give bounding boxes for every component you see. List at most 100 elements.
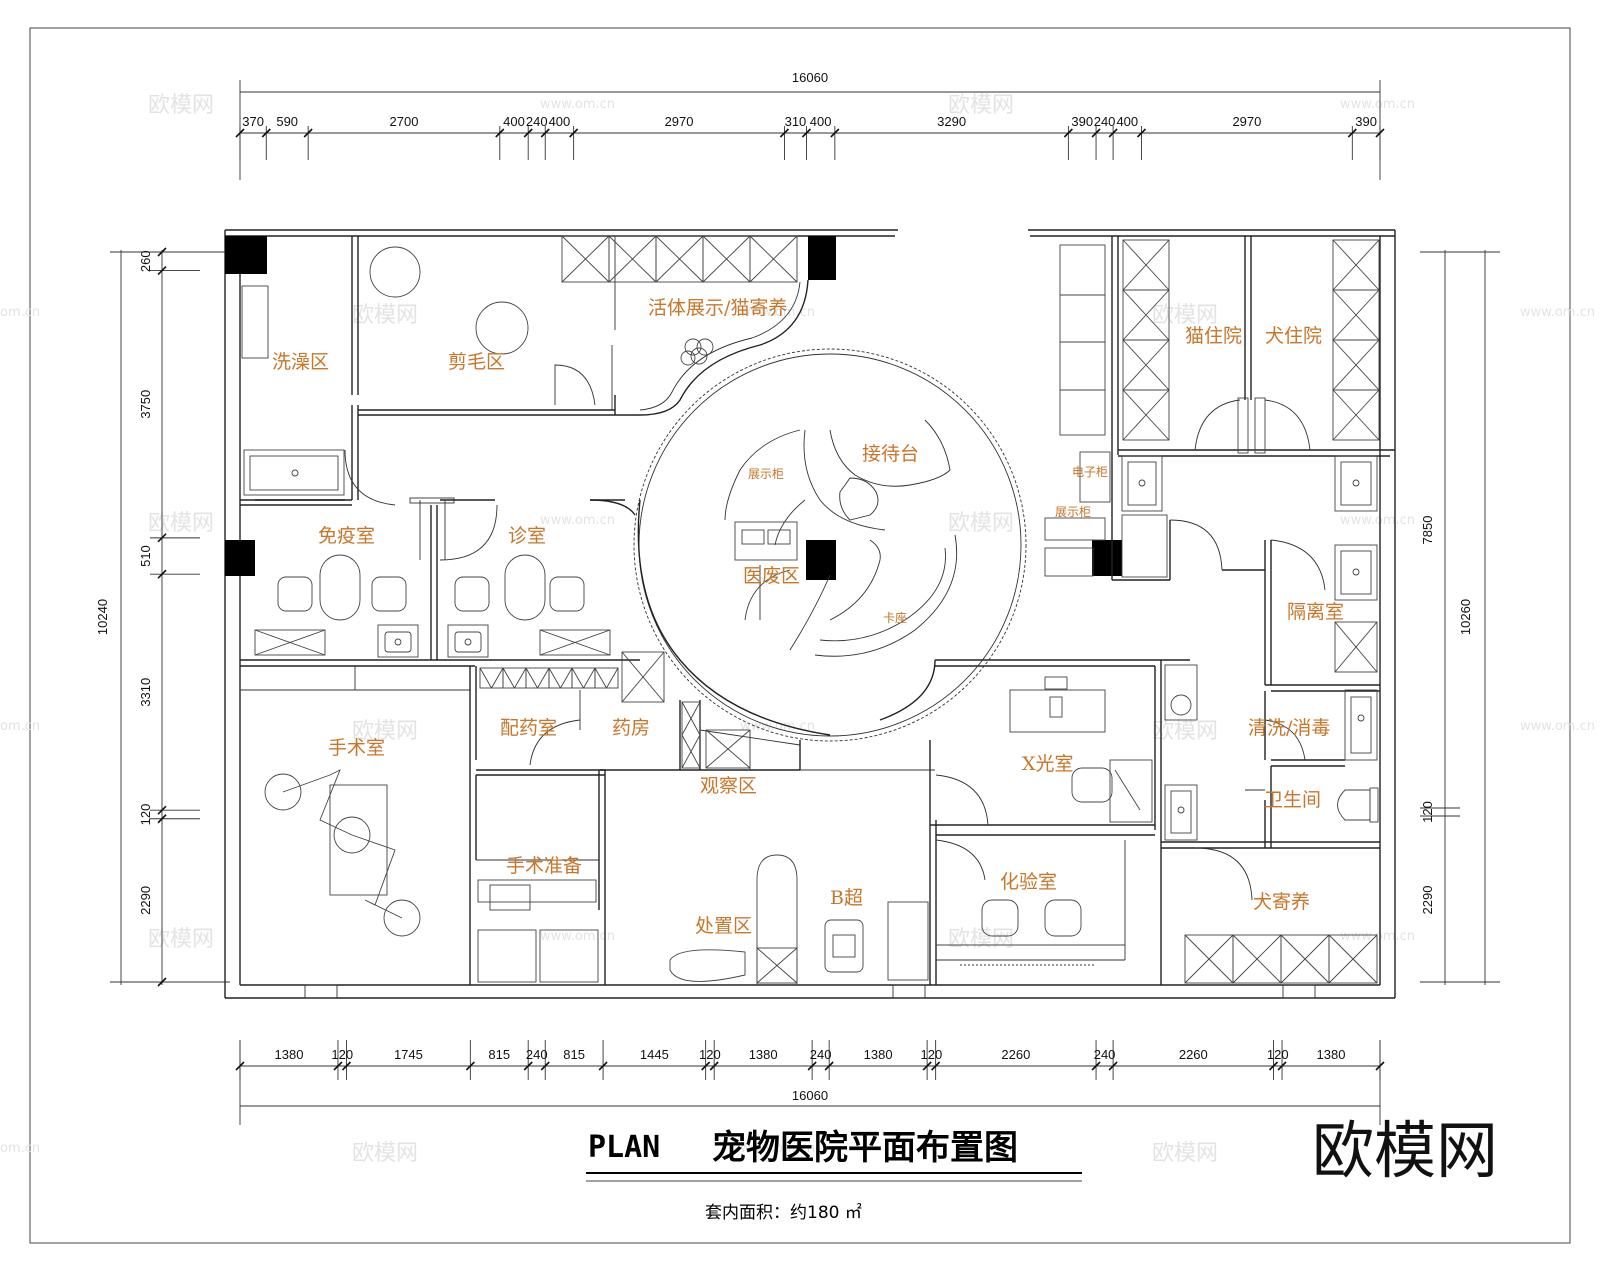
dog-boarding-cage-cross: [1280, 934, 1330, 984]
dim-left-slash: [157, 533, 167, 543]
dim-bottom-slash: [333, 1061, 343, 1071]
dim-left-label: 3310: [138, 678, 153, 707]
label-surgery: 手术室: [328, 737, 385, 759]
display-cage-cross: [608, 235, 657, 283]
label-treatment: 处置区: [695, 915, 752, 937]
label-display-cab-rotunda: 展示柜: [748, 467, 784, 481]
label-pharmacy: 药房: [612, 717, 650, 739]
svg-text:www.om.cn: www.om.cn: [1340, 513, 1415, 528]
dim-left-slash: [157, 265, 167, 276]
dispensing-cabinet-mark: [502, 667, 515, 689]
svg-text:欧模网: 欧模网: [948, 511, 1014, 536]
dim-top-label: 590: [276, 114, 298, 129]
dog-ward-cage-cross: [1332, 289, 1380, 341]
cat-ward-cage-cross: [1122, 339, 1170, 391]
svg-text:欧模网: 欧模网: [352, 303, 418, 328]
dim-top-label: 240: [526, 114, 548, 129]
dim-left-slash: [157, 814, 167, 824]
dispensing-cabinet-mark: [594, 667, 607, 689]
dim-top-label: 400: [1116, 114, 1138, 129]
dim-top-label: 240: [1094, 114, 1116, 129]
dog-boarding-cage-cross: [1184, 934, 1234, 984]
dim-left-total: 10240: [95, 599, 110, 635]
title-main: 宠物医院平面布置图: [712, 1128, 1018, 1168]
dim-right-2290: 2290: [1420, 886, 1435, 915]
dim-top-label: 2970: [1232, 114, 1261, 129]
dim-left-slash: [157, 805, 167, 815]
dim-bottom-slash: [598, 1061, 608, 1071]
svg-text:om.cn: om.cn: [0, 719, 40, 734]
dim-top-slash: [1063, 128, 1073, 138]
svg-text:om.cn: om.cn: [0, 305, 40, 320]
dim-top-total: 16060: [792, 70, 828, 85]
label-elec-cab: 电子柜: [1072, 465, 1108, 479]
dispensing-cabinet-mark: [606, 667, 619, 689]
display-cage: [749, 235, 798, 283]
label-display-cab-right: 展示柜: [1055, 505, 1091, 519]
dim-bottom-label: 2260: [1001, 1047, 1030, 1062]
dim-bottom-slash: [931, 1061, 941, 1071]
label-medical-waste: 医废区: [743, 565, 800, 587]
svg-text:欧模网: 欧模网: [1152, 719, 1218, 744]
svg-text:www.om.cn: www.om.cn: [1520, 305, 1595, 320]
dim-top-slash: [261, 128, 271, 138]
svg-text:欧模网: 欧模网: [948, 927, 1014, 952]
dim-left-slash: [157, 977, 167, 987]
dispensing-cabinet: [594, 667, 619, 689]
label-vaccine: 免疫室: [318, 525, 375, 547]
dog-ward-cage-cross: [1332, 339, 1380, 391]
dim-top-label: 390: [1071, 114, 1093, 129]
label-bath: 洗澡区: [272, 351, 329, 373]
dim-top-label: 400: [810, 114, 832, 129]
dim-bottom-label: 240: [810, 1047, 832, 1062]
label-ultrasound: B超: [830, 887, 863, 909]
dim-top-slash: [801, 128, 812, 138]
svg-text:www.om.cn: www.om.cn: [740, 719, 815, 734]
reception-rotunda: [633, 348, 1027, 742]
dim-bottom-slash: [807, 1061, 817, 1071]
dim-top-slash: [1108, 128, 1118, 138]
svg-text:欧模网: 欧模网: [148, 927, 214, 952]
dispensing-cabinet-mark: [537, 667, 550, 689]
cat-ward-cage: [1122, 389, 1170, 441]
room-labels: 洗澡区 剪毛区 活体展示/猫寄养 猫住院 犬住院 接待台 展示柜 电子柜 展示柜…: [272, 297, 1344, 937]
dim-bottom-label: 2260: [1179, 1047, 1208, 1062]
dispensing-cabinet-mark: [583, 667, 596, 689]
cat-ward-cage-cross: [1122, 289, 1170, 341]
dim-bottom-label: 1745: [394, 1047, 423, 1062]
label-display: 活体展示/猫寄养: [648, 297, 787, 319]
svg-text:www.om.cn: www.om.cn: [540, 97, 615, 112]
svg-text:www.om.cn: www.om.cn: [740, 1141, 815, 1156]
dispensing-cabinet: [502, 667, 527, 689]
dim-top-slash: [495, 128, 505, 138]
dim-right-120: 120: [1420, 801, 1435, 823]
dim-top-slash: [1091, 128, 1101, 138]
dim-bottom-label: 815: [563, 1047, 585, 1062]
label-lab: 化验室: [1000, 871, 1057, 893]
dog-ward-cage: [1332, 389, 1380, 441]
dispensing-cabinet-mark: [571, 667, 584, 689]
dim-bottom-slash: [824, 1061, 834, 1071]
svg-text:欧模网: 欧模网: [1152, 1141, 1218, 1166]
dim-right-main: 7850: [1420, 516, 1435, 545]
watermarks: 欧模网 www.om.cn 欧模网 www.om.cn om.cn 欧模网 ww…: [0, 93, 1595, 1166]
doors: [344, 345, 1326, 901]
dim-bottom-slash: [523, 1061, 533, 1071]
dim-bottom-slash: [341, 1061, 352, 1071]
svg-text:欧模网: 欧模网: [948, 93, 1014, 118]
dim-left-label: 120: [138, 804, 153, 826]
dim-bottom-label: 240: [526, 1047, 548, 1062]
dispensing-cabinet-mark: [548, 667, 561, 689]
dispensing-cabinet-mark: [560, 667, 573, 689]
dim-bottom-slash: [701, 1061, 711, 1071]
svg-text:欧模网: 欧模网: [148, 93, 214, 118]
dim-top-slash: [569, 128, 579, 138]
drawing-frame: [29, 27, 1571, 1244]
dog-ward-cage-cross: [1332, 239, 1380, 291]
dim-top-label: 390: [1355, 114, 1377, 129]
svg-text:www.om.cn: www.om.cn: [540, 513, 615, 528]
